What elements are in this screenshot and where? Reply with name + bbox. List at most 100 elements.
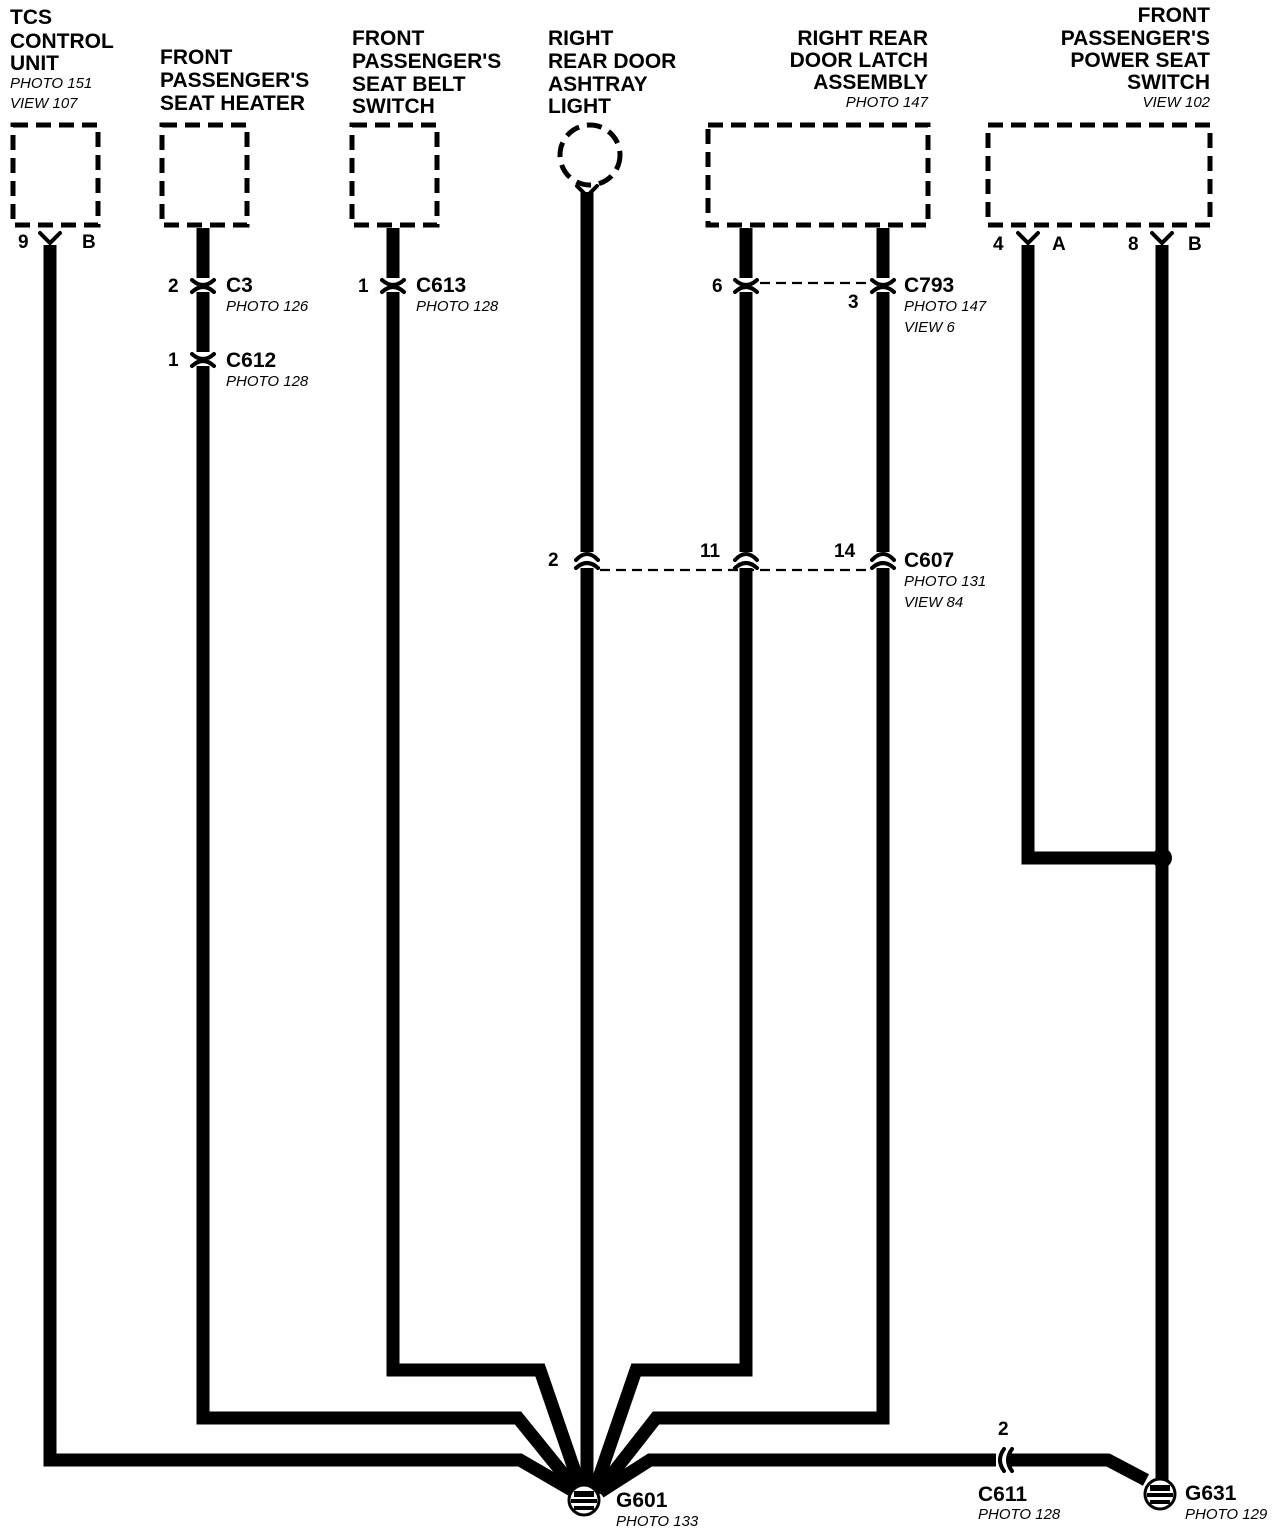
belt-label-line: SEAT BELT: [352, 73, 466, 96]
tcs-label-line: TCS: [10, 6, 52, 29]
ashtray-label-line: RIGHT: [548, 27, 614, 50]
c611-pin: [1006, 1447, 1014, 1473]
heater-label-line: FRONT: [160, 46, 232, 69]
powerseat-label-line: FRONT: [1138, 4, 1210, 27]
tcs-control-unit-label: TCS CONTROL UNIT PHOTO 151 VIEW 107: [10, 6, 114, 112]
c607-pin: [870, 561, 896, 570]
c612-name: C612: [226, 349, 276, 372]
latch-ref: PHOTO 147: [846, 94, 929, 111]
c3-pin: [190, 285, 216, 294]
belt-label-line: SWITCH: [352, 95, 435, 118]
seat-belt-switch-box: [349, 122, 440, 228]
g631-name: G631: [1185, 1482, 1237, 1505]
wire-latch-right-ground: [592, 228, 890, 1497]
powerseat-pin-letter: A: [1052, 234, 1066, 255]
door-latch-label: RIGHT REAR DOOR LATCH ASSEMBLY PHOTO 147: [790, 27, 929, 111]
ashtray-label-line: ASHTRAY: [548, 73, 648, 96]
g601-ground-bar: [574, 1506, 594, 1510]
c607-pin-number: 14: [834, 541, 856, 562]
g601-name: G601: [616, 1489, 668, 1512]
tcs-label-line: CONTROL: [10, 30, 114, 53]
heater-label-line: SEAT HEATER: [160, 92, 305, 115]
c607-name: C607: [904, 549, 954, 572]
tcs-ref: PHOTO 151: [10, 75, 92, 92]
powerseat-ref: VIEW 102: [1142, 94, 1210, 111]
door-latch-box: [705, 122, 931, 228]
latch-label-line: ASSEMBLY: [813, 71, 928, 94]
wire-powerseat-a-splice: [1021, 245, 1160, 865]
c793-ref: VIEW 6: [904, 319, 956, 336]
powerseat-label-line: PASSENGER'S: [1061, 27, 1210, 50]
ashtray-light-label: RIGHT REAR DOOR ASHTRAY LIGHT: [548, 27, 676, 118]
latch-label-line: RIGHT REAR: [797, 27, 928, 50]
latch-label-line: DOOR LATCH: [790, 49, 928, 72]
seat-heater-label: FRONT PASSENGER'S SEAT HEATER: [160, 46, 309, 115]
tcs-pin-chevron: [38, 231, 62, 246]
wire-latch-left-ground: [587, 228, 753, 1495]
c3-ref: PHOTO 126: [226, 298, 309, 315]
g631-ground-bar: [1150, 1485, 1170, 1491]
c612-ref: PHOTO 128: [226, 373, 309, 390]
powerseat-pin-chevron: [1016, 231, 1040, 246]
c613-pin-number: 1: [358, 276, 369, 297]
c607-pin: [733, 561, 759, 570]
c607-pin: [870, 552, 896, 562]
wire-seat-heater-ground: [196, 228, 584, 1497]
g601-ground-bar: [571, 1499, 597, 1503]
wire-harness: [43, 192, 1169, 1498]
tcs-control-unit-box: [10, 122, 101, 228]
ground-g601-symbol: [567, 1483, 601, 1517]
ashtray-label-line: REAR DOOR: [548, 50, 676, 73]
connector-labels: 2 C3 PHOTO 126 1 C612 PHOTO 128 1 C613 P…: [168, 274, 1061, 1523]
tcs-label-line: UNIT: [10, 52, 59, 75]
g601-ground-bar: [574, 1491, 594, 1497]
tcs-ref: VIEW 107: [10, 95, 78, 112]
wire-seat-belt-ground: [386, 228, 589, 1495]
c611-pin: [998, 1447, 1006, 1473]
c607-ref: VIEW 84: [904, 594, 963, 611]
c613-name: C613: [416, 274, 466, 297]
ashtray-light-bulb: [557, 122, 623, 188]
ground-g631-symbol: [1143, 1477, 1177, 1511]
powerseat-pin-number: 8: [1128, 234, 1139, 255]
tcs-pin-letter: B: [82, 232, 96, 253]
c793-pin: [870, 285, 896, 294]
c793-name: C793: [904, 274, 954, 297]
tcs-pin-number: 9: [18, 232, 29, 253]
c607-ref: PHOTO 131: [904, 573, 986, 590]
g631-ground-bar: [1150, 1500, 1170, 1504]
power-seat-switch-box: [985, 122, 1213, 228]
c3-name: C3: [226, 274, 253, 297]
c607-pin: [733, 552, 759, 562]
c793-ref: PHOTO 147: [904, 298, 987, 315]
belt-label-line: PASSENGER'S: [352, 50, 501, 73]
c793-pin: [733, 285, 759, 294]
powerseat-pin-letter: B: [1188, 234, 1202, 255]
belt-label-line: FRONT: [352, 27, 424, 50]
seat-heater-box: [159, 122, 250, 228]
wire-tcs-ground: [43, 245, 579, 1498]
c612-pin-number: 1: [168, 350, 179, 371]
c607-pin-number: 2: [548, 550, 559, 571]
c793-pin-number: 3: [848, 292, 859, 313]
c611-pin-number: 2: [998, 1419, 1009, 1440]
c611-ref: PHOTO 128: [978, 1506, 1061, 1523]
wire-g631-to-g601: [1010, 1453, 1150, 1486]
c793-pin-number: 6: [712, 276, 723, 297]
g631-ground-bar: [1147, 1493, 1173, 1497]
c607-pin-number: 11: [700, 541, 721, 562]
c607-pin: [574, 561, 600, 570]
connector-symbols: [38, 184, 1174, 1473]
ashtray-pin-chevron: [575, 184, 599, 199]
powerseat-label-line: POWER SEAT: [1070, 49, 1210, 72]
power-seat-switch-label: FRONT PASSENGER'S POWER SEAT SWITCH VIEW…: [1061, 4, 1211, 111]
heater-label-line: PASSENGER'S: [160, 69, 309, 92]
g631-ref: PHOTO 129: [1185, 1506, 1268, 1523]
c612-pin: [190, 359, 216, 368]
g601-ref: PHOTO 133: [616, 1513, 699, 1530]
powerseat-pin-number: 4: [993, 234, 1004, 255]
c3-pin-number: 2: [168, 276, 179, 297]
c613-pin: [380, 285, 406, 294]
c613-ref: PHOTO 128: [416, 298, 499, 315]
